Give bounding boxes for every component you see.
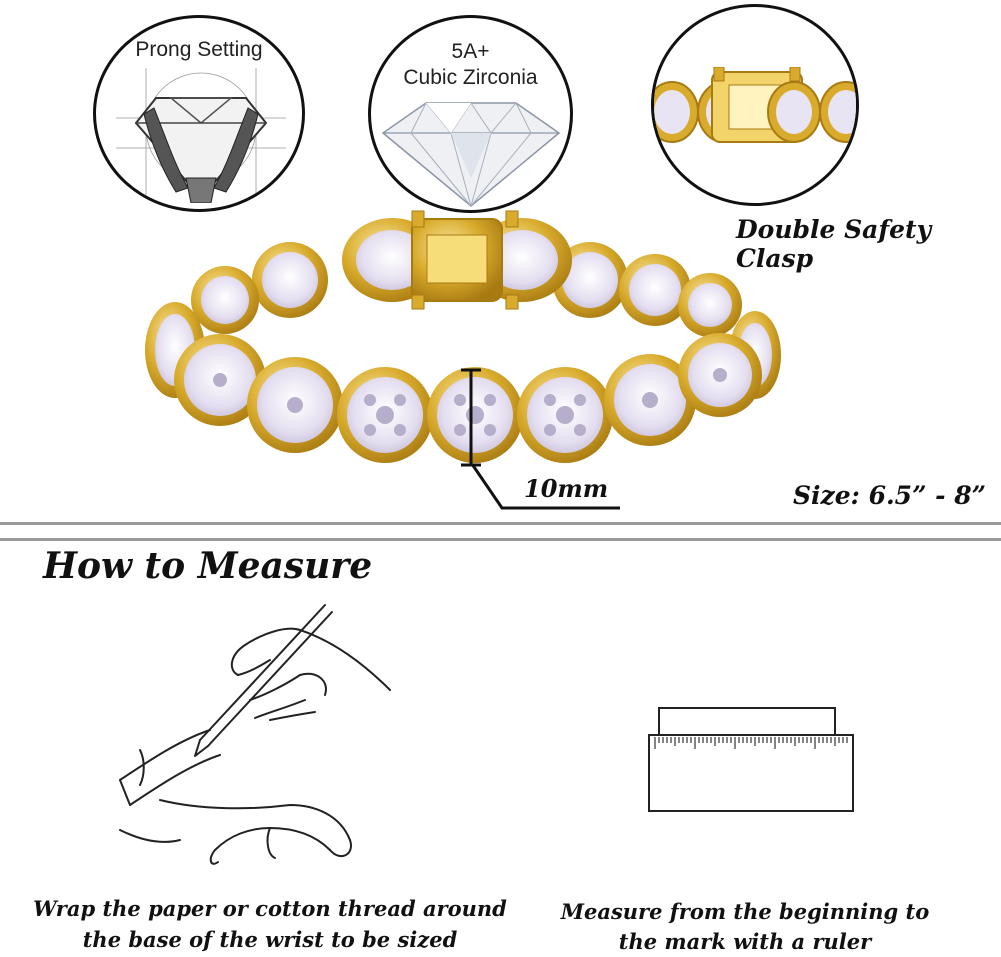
prong-setting-label: Prong Setting: [135, 38, 263, 61]
how-to-measure-heading: How to Measure: [43, 545, 373, 587]
double-safety-clasp-label: Double Safety Clasp: [736, 215, 932, 273]
ruler-instruction-line-1: Measure from the beginning to: [560, 899, 930, 924]
section-divider-top: [0, 522, 1001, 525]
ruler-instruction: Measure from the beginning to the mark w…: [540, 897, 950, 957]
bracelet-illustration: [145, 210, 781, 467]
size-label: Size: 6.5” - 8”: [793, 481, 987, 510]
wrist-measure-sketch: [119, 604, 391, 865]
cz-type-label: Cubic Zirconia: [403, 66, 538, 89]
section-divider-bottom: [0, 538, 1001, 541]
ruler-sketch: [648, 707, 854, 812]
wrap-instruction-line-1: Wrap the paper or cotton thread around: [33, 896, 507, 921]
wrap-instruction-line-2: the base of the wrist to be sized: [82, 927, 458, 952]
bracelet-front-links: [174, 333, 762, 463]
width-leader-line: [470, 463, 620, 510]
cubic-zirconia-badge: 5A+ Cubic Zirconia: [368, 15, 573, 213]
bracelet-clasp: [342, 210, 572, 310]
width-label: 10mm: [524, 474, 609, 503]
diamond-icon: [381, 102, 561, 207]
ruler-instruction-line-2: the mark with a ruler: [618, 929, 872, 954]
clasp-closeup-badge: [651, 4, 859, 206]
prong-setting-badge: Prong Setting: [93, 15, 305, 212]
prong-setting-illustration: [116, 68, 286, 203]
wrap-instruction: Wrap the paper or cotton thread around t…: [20, 893, 520, 955]
cz-grade-label: 5A+: [451, 40, 490, 63]
bracelet-stone-detail: [213, 368, 727, 436]
clasp-closeup-illustration: [654, 67, 856, 143]
